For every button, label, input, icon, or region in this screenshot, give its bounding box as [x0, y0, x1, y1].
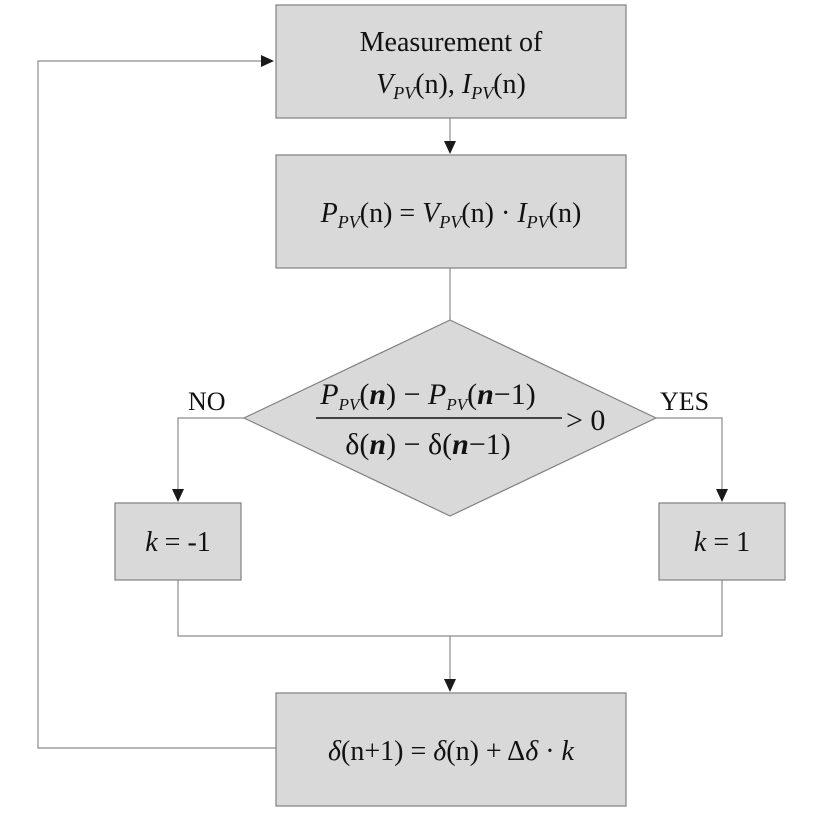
v-arg: (n) · — [461, 198, 517, 229]
update-formula: δ(n+1) = δ(n) + Δδ · k — [328, 736, 575, 767]
p-subscript: PV — [337, 212, 362, 232]
k-pos-box — [658, 502, 786, 581]
k-pos-text: k = 1 — [694, 527, 750, 558]
edge-yes-branch — [656, 417, 723, 490]
yes-label: YES — [660, 387, 709, 416]
edge-merge — [177, 580, 723, 637]
v-arg: (n), — [415, 69, 462, 100]
i-arg: (n) — [493, 69, 526, 100]
i-arg: (n) — [549, 198, 582, 229]
power-formula: PPV(n) = VPV(n) · IPV(n) — [320, 198, 582, 232]
arrowhead-k-pos — [716, 489, 728, 502]
measurement-formula: VPV(n), IPV(n) — [376, 69, 526, 103]
decision-numerator: PPV(n) − PPV(n−1) — [319, 378, 535, 414]
arrowhead-k-neg — [172, 489, 184, 502]
measurement-title: Measurement of — [360, 27, 543, 58]
power-box — [275, 154, 627, 269]
edge-feedback-loop — [37, 60, 276, 749]
v-symbol: V — [376, 69, 396, 100]
k-neg-box — [114, 502, 242, 581]
p-arg: (n) = — [360, 198, 422, 229]
arrowhead-update — [444, 679, 456, 692]
no-label: NO — [188, 387, 226, 416]
i-symbol: I — [516, 198, 528, 229]
v-subscript: PV — [438, 212, 463, 232]
v-symbol: V — [422, 198, 442, 229]
update-box — [275, 692, 627, 807]
decision-denominator: δ(n) − δ(n−1) — [345, 428, 511, 461]
k-neg-text: k = -1 — [145, 527, 211, 558]
v-subscript: PV — [392, 83, 417, 103]
p-symbol: P — [320, 198, 338, 229]
measurement-box — [275, 4, 627, 119]
decision-rhs: > 0 — [566, 404, 605, 437]
connectors — [37, 55, 728, 749]
i-symbol: I — [461, 69, 473, 100]
arrowhead-measure — [261, 55, 274, 67]
i-subscript: PV — [526, 212, 551, 232]
arrowhead-power — [444, 141, 456, 154]
i-subscript: PV — [470, 83, 495, 103]
edge-no-branch — [177, 417, 244, 490]
